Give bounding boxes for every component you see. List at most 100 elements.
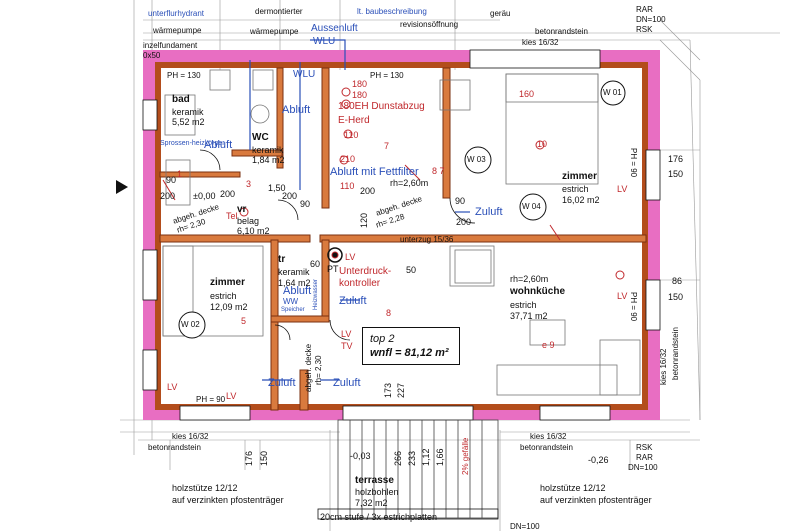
label-d200-a: 200 [160, 191, 176, 201]
label-unterzug: unterzug 15/36 [400, 235, 454, 244]
label-dn-bottom: DN=100 [510, 522, 540, 531]
label-kies-top: kies 16/32 [522, 38, 559, 47]
room-bad-area: 5,52 m2 [172, 117, 205, 127]
room-vr-name: vr [237, 204, 247, 215]
label-dermontierter: dermontierter [255, 7, 303, 16]
label-kies-left: kies 16/32 [172, 432, 209, 441]
label-pt: PT [327, 264, 339, 274]
label-abluft-bad: Abluft [204, 139, 233, 151]
label-ph90-e2: PH = 90 [629, 292, 638, 322]
right-boundary [659, 39, 701, 420]
label-d173: 173 [383, 382, 393, 398]
door-swings [199, 149, 476, 341]
label-lv-3: LV [345, 252, 356, 262]
room-terrasse-area: 7,32 m2 [355, 498, 388, 508]
ventilation-lines [249, 39, 470, 381]
room-tr-area: 1,64 m2 [278, 278, 311, 288]
label-d200-d: 200 [456, 217, 472, 227]
label-stufe: 20cm stufe / 3x estrichplatten [320, 512, 438, 522]
label-d86-r: 86 [672, 276, 683, 286]
north-arrow-icon [116, 180, 128, 194]
terrace [337, 419, 499, 519]
label-d1-12: 1,12 [421, 448, 431, 466]
label-rsk-top: RSK [636, 25, 653, 34]
label-size-50: 0x50 [143, 51, 161, 60]
room-terrasse-name: terrasse [355, 475, 394, 486]
unit-name: top 2 [370, 333, 395, 345]
room-zimmer-sw-area: 12,09 m2 [210, 302, 248, 312]
room-zimmer-ne-floor: estrich [562, 184, 589, 194]
label-r10: 10 [537, 139, 548, 149]
label-ww: WW [283, 297, 299, 306]
label-wlu-mid: WLU [293, 69, 316, 80]
label-r1: 1 [177, 169, 183, 179]
label-speicher: Speicher [281, 307, 305, 313]
label-abluft-tr: Abluft [283, 285, 312, 297]
label-eherd: E-Herd [338, 115, 370, 126]
label-aussenluft: Aussenluft [311, 23, 358, 34]
label-waermepumpe-2: wärmepumpe [250, 27, 299, 36]
label-betonrandstein-right: betonrandstein [520, 443, 573, 452]
label-kies-right: kies 16/32 [530, 432, 567, 441]
label-d0-03: -0,03 [350, 451, 371, 461]
label-ph130-mid: PH = 130 [370, 71, 404, 80]
label-waermepumpe-1: wärmepumpe [153, 26, 202, 35]
room-zimmer-sw-floor: estrich [210, 291, 237, 301]
room-zimmer-ne-name: zimmer [562, 171, 598, 182]
label-betonrandstein-left: betonrandstein [148, 443, 201, 452]
label-d150-b: 150 [259, 450, 269, 466]
label-unterdruck-1: Unterdruck- [339, 266, 392, 277]
label-geraeu: geräu [490, 9, 511, 18]
label-revisionsoeffnung: revisionsöffnung [400, 20, 459, 29]
label-d200-c: 200 [282, 191, 298, 201]
label-betonrandstein-top: betonrandstein [535, 27, 588, 36]
label-rar: RAR [636, 453, 653, 462]
room-vr-area: 6,10 m2 [237, 226, 270, 236]
label-lv-2: LV [617, 291, 628, 301]
label-lv-4: LV [341, 329, 352, 339]
label-abluft-kitchen: Abluft mit Fettfilter [330, 166, 419, 178]
label-abgeh-vert: abgeh. decke [304, 343, 313, 392]
room-wohnkueche-name: wohnküche [510, 286, 566, 297]
label-ph130-left: PH = 130 [167, 71, 201, 80]
label-rar-top: RAR [636, 5, 653, 14]
label-lv-6: LV [226, 391, 237, 401]
room-zimmer-ne-area: 16,02 m2 [562, 195, 600, 205]
label-w04: W 04 [522, 202, 541, 211]
label-rsk: RSK [636, 443, 653, 452]
label-d150-r2: 150 [668, 292, 684, 302]
label-inzelfundament: inzelfundament [143, 41, 198, 50]
unit-area: wnfl = 81,12 m² [370, 347, 449, 359]
label-r5: 5 [241, 316, 247, 326]
room-zimmer-sw-name: zimmer [210, 277, 246, 288]
label-zuluft-2: Zuluft [339, 295, 367, 307]
room-tr-floor: keramik [278, 267, 310, 277]
label-d200-b: 200 [220, 189, 236, 199]
label-ph90-left: PH = 90 [196, 395, 226, 404]
label-unterflurhydrant: unterflurhydrant [148, 9, 205, 18]
label-gefaelle: 2% gefälle [461, 437, 470, 475]
label-zuluft-3: Zuluft [268, 377, 296, 389]
label-d90-b: 90 [455, 196, 466, 206]
label-d1-66: 1,66 [435, 448, 445, 466]
label-kies-vert: kies 16/32 [659, 348, 668, 385]
label-holzstuetze-right-1: holzstütze 12/12 [540, 483, 606, 493]
label-d120: 120 [359, 212, 369, 228]
label-holzstuetze-left-1: holzstütze 12/12 [172, 483, 238, 493]
label-w02: W 02 [181, 320, 200, 329]
label-r8: 8 [386, 308, 392, 318]
room-wohnkueche-floor: estrich [510, 300, 537, 310]
room-tr-name: tr [278, 254, 286, 265]
label-holzstuetze-left-2: auf verzinkten pfostenträger [172, 495, 284, 505]
label-ph90-e1: PH = 90 [629, 148, 638, 178]
room-wohnkueche-area: 37,71 m2 [510, 311, 548, 321]
label-betonrandstein-vert: betonrandstein [671, 327, 680, 380]
terrace-step [317, 508, 499, 520]
label-w03: W 03 [467, 155, 486, 164]
label-d233: 233 [407, 450, 417, 466]
label-d176-b: 176 [244, 450, 254, 466]
interior-walls [159, 67, 647, 411]
furniture [162, 69, 641, 396]
label-unterdruck-2: kontroller [339, 278, 381, 289]
label-dn-top: DN=100 [636, 15, 666, 24]
